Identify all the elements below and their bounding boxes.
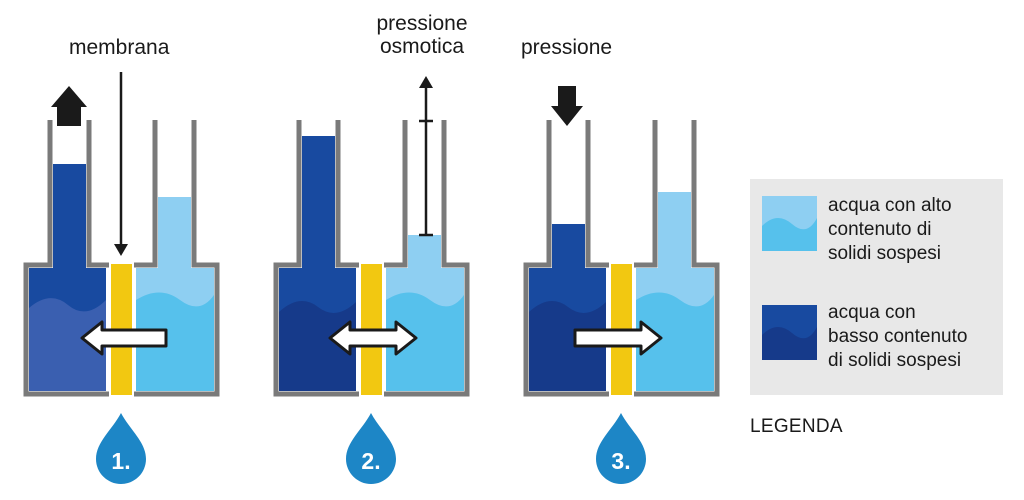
step-3-number: 3.: [611, 448, 630, 474]
panel-1-right-wall-inner: [134, 120, 158, 268]
panel-2-right-wall-outer: [384, 120, 470, 397]
step-1-number: 1.: [111, 448, 130, 474]
osmotic-pressure-arrowhead-icon: [419, 76, 433, 88]
panel-1-left-wall-inner: [86, 120, 109, 268]
panel-3-right-wall-outer: [634, 120, 720, 397]
panel-2-left-water-shade: [279, 301, 356, 391]
panel-1: [23, 72, 220, 397]
panel-3-left-water-shade: [529, 301, 606, 391]
panel-3-down-arrow-icon: [551, 86, 583, 126]
panel-3-left-column-water: [552, 224, 585, 270]
step-drop-1: 1.: [96, 413, 146, 484]
panel-3-left-wall-inner: [585, 120, 609, 268]
panel-1-left-wall-outer: [23, 120, 109, 397]
panel-1-up-arrow-icon: [51, 86, 87, 126]
legend-box: acqua con alto contenuto di solidi sospe…: [750, 179, 1003, 395]
panel-3-right-water-shade: [636, 292, 714, 391]
panel-1-left-column-water: [53, 164, 86, 270]
panel-1-left-water-shade: [29, 298, 106, 391]
legend-item-light-text: acqua con alto contenuto di solidi sospe…: [828, 195, 952, 264]
panel-3: [523, 86, 720, 397]
drop-3-icon: [596, 413, 646, 484]
legend-item-dark-text: acqua con basso contenuto di solidi sosp…: [828, 302, 968, 371]
panel-3-right-wall-inner: [634, 120, 658, 268]
panel-2-left-wall-inner: [335, 120, 359, 268]
panel-3-flow-arrow-right-icon: [573, 320, 663, 356]
panel-3-left-wall-outer: [523, 120, 609, 397]
panel-2-right-column-water: [408, 235, 441, 270]
drop-2-icon: [346, 413, 396, 484]
drop-1-icon: [96, 413, 146, 484]
panel-1-flow-arrow-left-icon: [80, 320, 168, 356]
panel-2-right-wall-inner: [384, 120, 408, 268]
membrane-pointer-arrowhead-icon: [114, 244, 128, 256]
membrane-label: membrana: [69, 36, 170, 59]
legend-swatch-dark-icon: [762, 305, 817, 360]
panel-2-left-wall-outer: [273, 120, 359, 397]
osmotic-pressure-label: pressione osmotica: [376, 12, 468, 58]
panel-1-right-wall-outer: [134, 120, 220, 397]
panel-2-left-column-water: [302, 136, 335, 270]
panel-1-right-water-shade: [136, 292, 214, 391]
legend-caption: LEGENDA: [750, 416, 843, 437]
panel-3-right-column-water: [658, 192, 691, 270]
panel-1-right-column-water: [158, 197, 191, 270]
step-2-number: 2.: [361, 448, 380, 474]
legend-swatch-light-icon: [762, 196, 817, 251]
panel-2: [273, 76, 470, 397]
panel-2-flow-arrow-both-icon: [328, 320, 418, 356]
pressure-label: pressione: [521, 36, 613, 59]
panel-2-right-water-shade: [386, 292, 464, 391]
step-drop-2: 2.: [346, 413, 396, 484]
step-drop-3: 3.: [596, 413, 646, 484]
